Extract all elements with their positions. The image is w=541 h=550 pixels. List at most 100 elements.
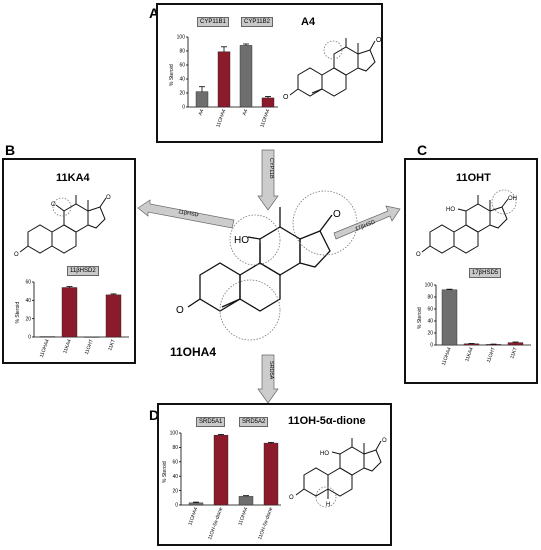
11oht-oh-label: OH [508, 196, 517, 202]
x-tick-label: 11KT [107, 339, 117, 352]
panel-b-title: 11KA4 [56, 172, 90, 184]
11oht-o-label: O [416, 252, 421, 258]
y-tick-label: 60 [172, 460, 178, 466]
x-tick-label: A4 [198, 108, 206, 116]
11ka4-o-label: O [51, 202, 56, 208]
y-tick-label: 40 [427, 319, 433, 325]
y-tick-label: 100 [177, 35, 186, 41]
d-ho-label: HO [320, 451, 329, 457]
x-tick-label: 11OHA4 [187, 506, 199, 526]
y-axis-label: % Steroid [15, 302, 21, 324]
a4-o2-label: O [283, 94, 289, 101]
arrow-cyp11b-label: CYP11B [268, 158, 274, 179]
x-tick-label: 11KA4 [62, 338, 73, 354]
y-tick-label: 0 [28, 335, 31, 341]
d-o2-label: O [289, 495, 294, 501]
center-ho-label: HO [234, 235, 249, 246]
tag-17bhsd5: 17βHSD5 [469, 268, 502, 278]
tag-srd5a2: SRD5A2 [239, 417, 269, 427]
molecule-11oht: HO OH O [416, 189, 517, 258]
y-tick-label: 20 [427, 331, 433, 337]
a4-o-label: O [376, 37, 382, 44]
y-tick-label: 100 [425, 283, 434, 289]
panel-a: CYP11B1 CYP11B2 A4 0 20 40 60 80 100 % Steroid… [156, 3, 383, 143]
bar [188, 502, 204, 506]
x-tick-label: 11OHA4 [215, 108, 227, 128]
y-tick-label: 20 [179, 91, 185, 97]
x-tick-label: 11OHA4 [39, 338, 51, 358]
x-tick-label: 11OH-5α-dione [207, 506, 224, 540]
y-tick-label: 80 [179, 49, 185, 55]
x-tick-label: A4 [242, 108, 250, 116]
d-o-label: O [382, 438, 387, 444]
center-o2-label: O [176, 305, 184, 316]
bar [263, 442, 279, 506]
arrow-11bhsd-label: 11βHSD [178, 209, 199, 218]
x-tick-label: 11OHA4 [259, 108, 271, 128]
molecule-11oh5adione: HO O O H [289, 438, 387, 508]
bar [261, 97, 275, 108]
x-tick-label: 11KA4 [464, 346, 475, 362]
x-tick-label: 11OHT [84, 339, 95, 356]
panel-d-title: 11OH-5α-dione [288, 415, 366, 427]
panel-a-title: A4 [301, 16, 316, 28]
bar [105, 294, 122, 338]
11oht-ho-label: HO [446, 207, 455, 213]
y-tick-label: 20 [25, 316, 31, 322]
panel-b: 11KA4 O O O 11βHSD2 0 20 40 60 % Steroid 11OH… [2, 158, 136, 364]
x-tick-label: 11OHA4 [237, 506, 249, 526]
y-tick-label: 60 [179, 63, 185, 69]
bar [463, 343, 480, 346]
y-tick-label: 40 [172, 474, 178, 480]
y-tick-label: 60 [427, 307, 433, 313]
bar [441, 289, 458, 346]
bar [507, 342, 524, 346]
y-tick-label: 60 [25, 280, 31, 286]
y-tick-label: 0 [430, 343, 433, 349]
11ka4-o3-label: O [14, 252, 19, 258]
d-h-label: H [326, 502, 330, 508]
arrow-11bhsd: 11βHSD [137, 199, 235, 229]
arrow-17bhsd: 17βHSD [333, 205, 401, 240]
tag-srd5a1: SRD5A1 [196, 417, 226, 427]
y-tick-label: 40 [179, 77, 185, 83]
molecule-11ka4: O O O [14, 195, 111, 258]
y-tick-label: 40 [25, 298, 31, 304]
bar [213, 434, 229, 506]
bar [239, 45, 253, 108]
panel-c-title: 11OHT [456, 172, 491, 184]
arrow-srd5a-label: SRD5A [268, 361, 274, 380]
y-axis-label: % Steroid [162, 461, 168, 483]
y-axis-label: % Steroid [169, 64, 175, 86]
bar [238, 496, 254, 506]
panel-c: 11OHT HO OH O 17βHSD5 0 20 40 60 80 100 % Ster… [404, 158, 538, 384]
molecule-a4: O O [283, 37, 382, 101]
chart-b: 0 20 40 60 % Steroid 11OHA4 11KA4 11OHT 11KT [15, 280, 129, 358]
x-tick-label: 11OHT [486, 347, 497, 364]
11ka4-o2-label: O [106, 195, 111, 201]
chart-c: 0 20 40 60 80 100 % Steroid 11OHA4 11KA4 11OHT 11K… [417, 283, 531, 366]
panel-c-letter: C [417, 142, 428, 158]
tag-11bhsd2: 11βHSD2 [67, 266, 99, 276]
center-o-label: O [333, 209, 341, 220]
y-tick-label: 100 [170, 431, 179, 437]
y-tick-label: 20 [172, 488, 178, 494]
bar [217, 51, 231, 108]
panel-d-letter: D [149, 407, 160, 423]
arrow-srd5a: SRD5A [257, 354, 279, 404]
y-axis-label: % Steroid [417, 307, 423, 329]
panel-b-letter: B [5, 142, 16, 158]
tag-cyp11b2: CYP11B2 [241, 17, 273, 27]
y-tick-label: 80 [427, 295, 433, 301]
tag-cyp11b1: CYP11B1 [197, 17, 229, 27]
x-tick-label: 11OH-5α-dione [257, 506, 274, 540]
center-title: 11OHA4 [170, 345, 217, 359]
arrow-cyp11b: CYP11B [257, 149, 279, 211]
x-tick-label: 11KT [509, 347, 519, 360]
y-tick-label: 0 [182, 105, 185, 111]
y-tick-label: 0 [175, 503, 178, 509]
x-tick-label: 11OHA4 [441, 346, 453, 366]
panel-a-letter: A [149, 5, 160, 21]
